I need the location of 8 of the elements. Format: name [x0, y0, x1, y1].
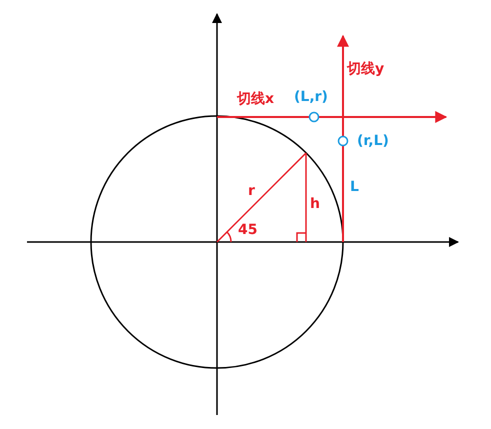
length-label: h — [310, 197, 320, 211]
axis-label: 切线x — [237, 92, 274, 106]
length-label: L — [350, 180, 359, 194]
point-label: (L,r) — [294, 90, 328, 104]
point-label: (r,L) — [357, 134, 389, 148]
length-label: r — [248, 184, 255, 198]
angle-label: 45 — [238, 223, 258, 237]
axis-label: 切线y — [347, 62, 384, 76]
